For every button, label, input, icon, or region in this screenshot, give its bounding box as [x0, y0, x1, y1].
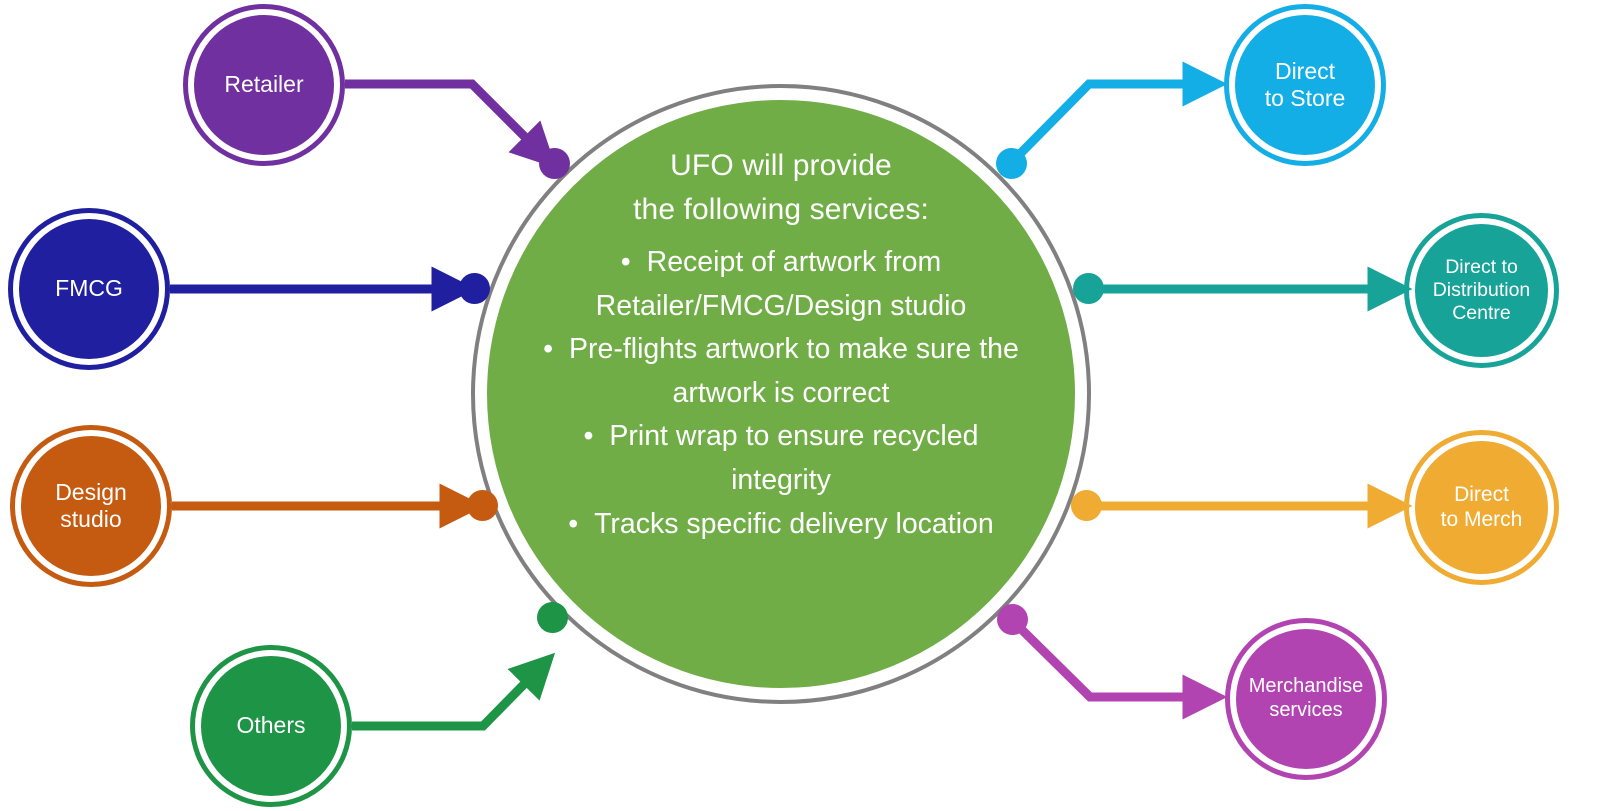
hub-service-item: • Receipt of artwork from Retailer/FMCG/…	[535, 241, 1027, 328]
merchandise-services-outer-ring	[1225, 618, 1387, 780]
connector-dot-direct-to-store	[996, 148, 1027, 179]
hub-service-text: • Print wrap to ensure recycled integrit…	[583, 420, 979, 496]
node-direct-to-distribution-centre-label: Direct to Distribution Centre	[1432, 256, 1531, 324]
hub-heading: UFO will provide the following services:	[633, 149, 929, 226]
hub-service-item: • Pre-flights artwork to make sure the a…	[535, 328, 1027, 415]
connector-dot-fmcg	[459, 273, 490, 304]
node-direct-to-merch-label: Direct to Merch	[1440, 482, 1523, 531]
node-fmcg-label: FMCG	[55, 275, 123, 302]
connector-hub-to-merchandise-services	[1008, 616, 1228, 720]
connector-dot-retailer	[539, 148, 570, 179]
connector-dot-others	[537, 602, 568, 633]
connector-dot-merchandise-services	[997, 604, 1028, 635]
others-outer-ring	[190, 645, 352, 807]
connector-retailer-to-hub	[345, 79, 557, 169]
hub-service-list: • Receipt of artwork from Retailer/FMCG/…	[535, 241, 1027, 546]
fmcg-outer-ring	[8, 208, 170, 370]
node-direct-to-store[interactable]: Direct to Store	[1235, 15, 1375, 155]
connector-others-to-hub	[352, 652, 556, 731]
node-retailer[interactable]: Retailer	[194, 15, 334, 155]
node-design-studio[interactable]: Design studio	[21, 436, 161, 576]
hub-service-text: • Tracks specific delivery location	[568, 507, 994, 540]
hub-service-item: • Tracks specific delivery location	[535, 503, 1027, 547]
node-direct-to-merch[interactable]: Direct to Merch	[1415, 441, 1548, 574]
connector-dot-design-studio	[467, 490, 498, 521]
node-direct-to-store-label: Direct to Store	[1264, 57, 1346, 111]
node-merchandise-services[interactable]: Merchandise services	[1236, 629, 1376, 769]
connector-dot-direct-to-distribution-centre	[1073, 273, 1104, 304]
node-retailer-label: Retailer	[224, 71, 304, 98]
connector-dot-direct-to-merch	[1071, 490, 1102, 521]
node-direct-to-distribution-centre[interactable]: Direct to Distribution Centre	[1415, 224, 1548, 357]
node-others-label: Others	[236, 712, 306, 739]
node-merchandise-services-label: Merchandise services	[1248, 675, 1364, 721]
design-studio-outer-ring	[10, 425, 172, 587]
node-fmcg[interactable]: FMCG	[19, 219, 159, 359]
connector-hub-to-direct-to-store	[1007, 61, 1228, 167]
hub-service-text: • Receipt of artwork from Retailer/FMCG/…	[595, 246, 967, 322]
hub-service-text: • Pre-flights artwork to make sure the a…	[543, 333, 1019, 409]
node-design-studio-label: Design studio	[55, 478, 127, 532]
retailer-outer-ring	[183, 4, 345, 166]
hub-circle: UFO will provide the following services:…	[487, 100, 1075, 688]
node-others[interactable]: Others	[201, 656, 341, 796]
hub-service-item: • Print wrap to ensure recycled integrit…	[535, 415, 1027, 502]
